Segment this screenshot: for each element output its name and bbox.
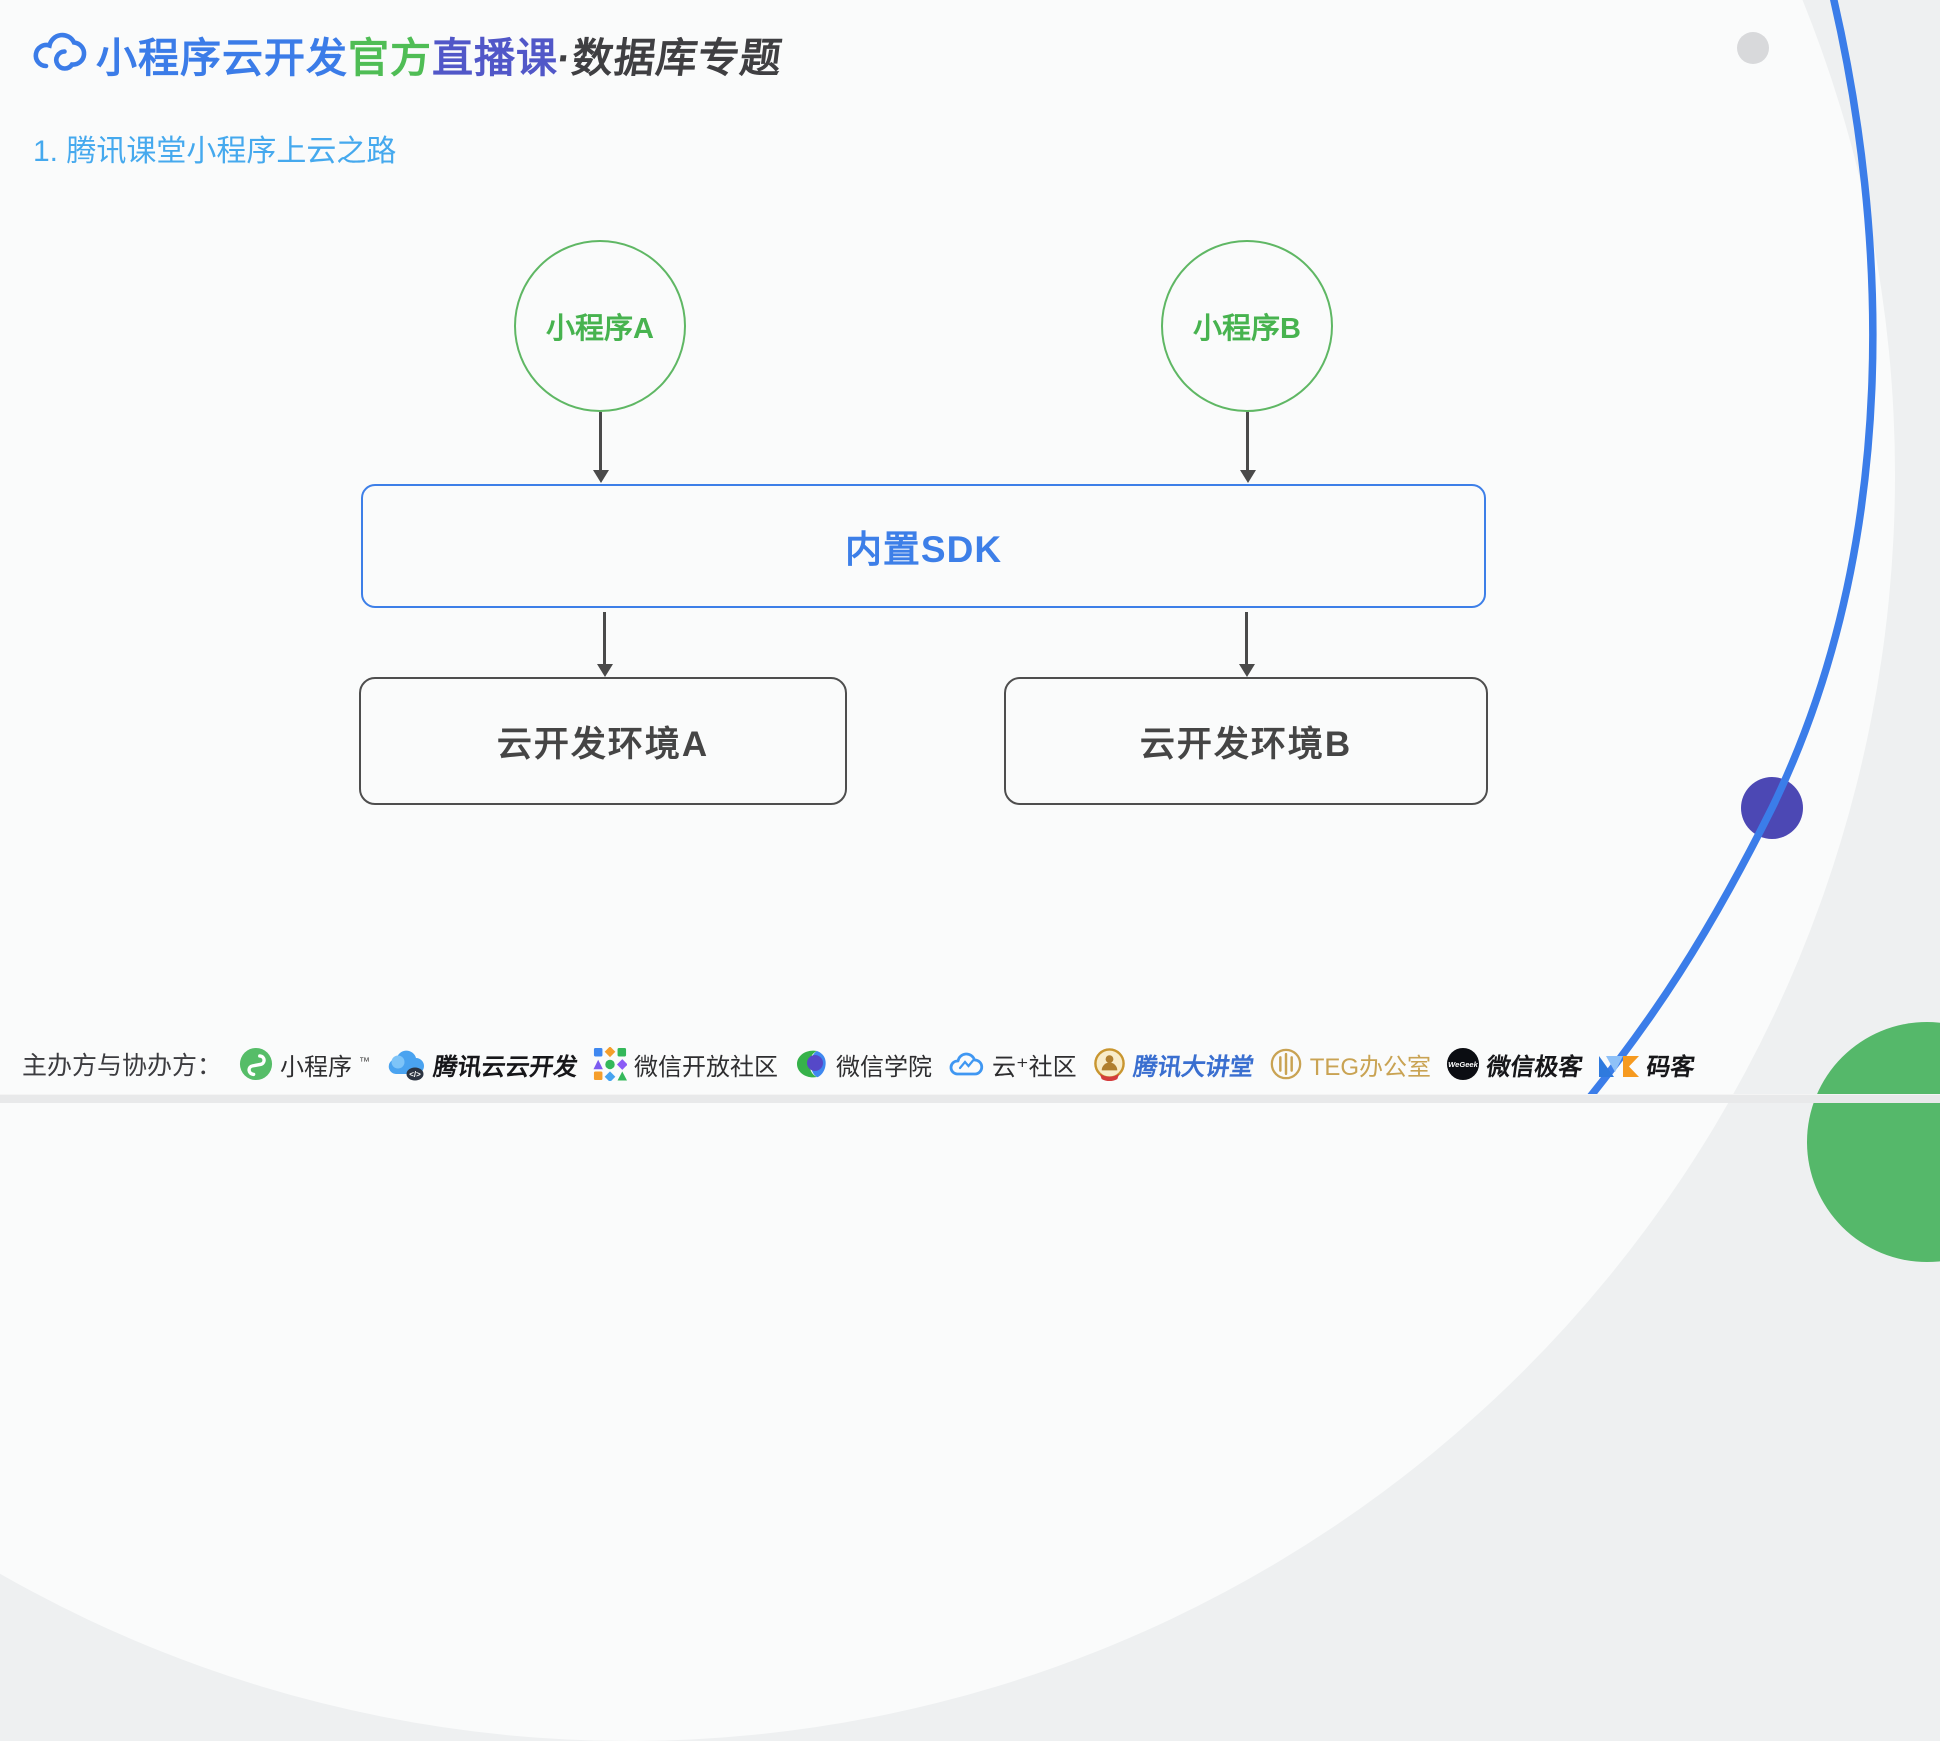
node-mini-program-b: 小程序B	[1161, 240, 1333, 412]
cloud-plus-community-icon	[949, 1052, 984, 1076]
maker-mk-icon	[1599, 1056, 1640, 1077]
node-builtin-sdk-label: 内置SDK	[844, 529, 1003, 570]
partner-miniprogram-label: 小程序	[280, 1053, 353, 1081]
node-cloud-env-b-label: 云开发环境B	[1139, 724, 1353, 764]
wechat-academy-icon	[797, 1050, 826, 1078]
bottom-edge-strip	[0, 1094, 1940, 1103]
partner-maker-mk: 码客	[1598, 1047, 1697, 1082]
partner-tencent-lecture-hall-label: 腾讯大讲堂	[1131, 1053, 1256, 1081]
arrow-mini-a-to-sdk	[599, 412, 602, 470]
node-builtin-sdk: 内置SDK	[361, 484, 1486, 608]
background-white-disc	[0, 0, 1895, 1741]
partner-tencent-cloudbase-label: 腾讯云云开发	[431, 1053, 580, 1081]
trademark-symbol: ™	[359, 1056, 371, 1068]
title-segment-dark: ·数据库专题	[554, 35, 785, 81]
gray-dot-decoration	[1737, 32, 1769, 64]
wegeek-icon: WeGeek	[1446, 1047, 1480, 1081]
arrow-sdk-to-env-b	[1245, 612, 1248, 664]
node-cloud-env-b: 云开发环境B	[1004, 677, 1488, 805]
node-cloud-env-a-label: 云开发环境A	[496, 724, 710, 764]
partner-tencent-cloudbase: </> 腾讯云云开发	[385, 1046, 580, 1082]
arrow-sdk-to-env-a	[603, 612, 606, 664]
node-cloud-env-a: 云开发环境A	[359, 677, 847, 805]
svg-text:WeGeek: WeGeek	[1448, 1060, 1478, 1069]
section-heading: 1. 腾讯课堂小程序上云之路	[33, 135, 397, 168]
partner-wechat-open-community-label: 微信开放社区	[634, 1053, 779, 1081]
page-title: 小程序云开发官方直播课·数据库专题	[96, 24, 785, 84]
tencent-lecture-hall-icon	[1093, 1047, 1125, 1081]
node-mini-program-b-label: 小程序B	[1193, 313, 1301, 345]
partner-wegeek-label: 微信极客	[1484, 1053, 1585, 1081]
tencent-cloudbase-icon: </>	[388, 1050, 425, 1081]
partner-teg-office-label: TEG办公室	[1309, 1053, 1432, 1081]
sponsors-label: 主办方与协办方：	[22, 1052, 223, 1080]
sponsors-bar: 主办方与协办方： 小程序 ™ </> 腾讯云云开发 微信开放社区	[22, 1040, 1697, 1088]
partner-maker-mk-label: 码客	[1644, 1053, 1697, 1081]
purple-circle-decoration	[1741, 777, 1803, 839]
title-segment-blue: 小程序云开发	[96, 35, 348, 81]
node-mini-program-a-label: 小程序A	[546, 313, 654, 345]
partner-wechat-academy-label: 微信学院	[836, 1053, 933, 1081]
partner-wegeek: WeGeek 微信极客	[1446, 1047, 1585, 1082]
partner-teg-office: TEG办公室	[1269, 1047, 1431, 1082]
partner-cloud-plus-community-label: 云⁺社区	[992, 1053, 1077, 1081]
title-segment-indigo: 直播课	[432, 35, 558, 81]
title-segment-green: 官方	[348, 35, 432, 81]
miniprogram-icon	[239, 1047, 273, 1081]
cloudbase-logo-icon	[33, 32, 87, 71]
partner-cloud-plus-community: 云⁺社区	[947, 1047, 1077, 1082]
green-circle-decoration	[1807, 1022, 1940, 1262]
arrow-mini-b-to-sdk	[1246, 412, 1249, 470]
partner-miniprogram: 小程序 ™	[239, 1047, 370, 1082]
partner-wechat-open-community: 微信开放社区	[593, 1047, 778, 1082]
svg-text:</>: </>	[409, 1070, 421, 1079]
wechat-open-community-icon	[593, 1047, 628, 1081]
partner-tencent-lecture-hall: 腾讯大讲堂	[1092, 1047, 1256, 1082]
partner-wechat-academy: 微信学院	[793, 1047, 932, 1082]
teg-office-icon	[1270, 1048, 1301, 1080]
node-mini-program-a: 小程序A	[514, 240, 686, 412]
